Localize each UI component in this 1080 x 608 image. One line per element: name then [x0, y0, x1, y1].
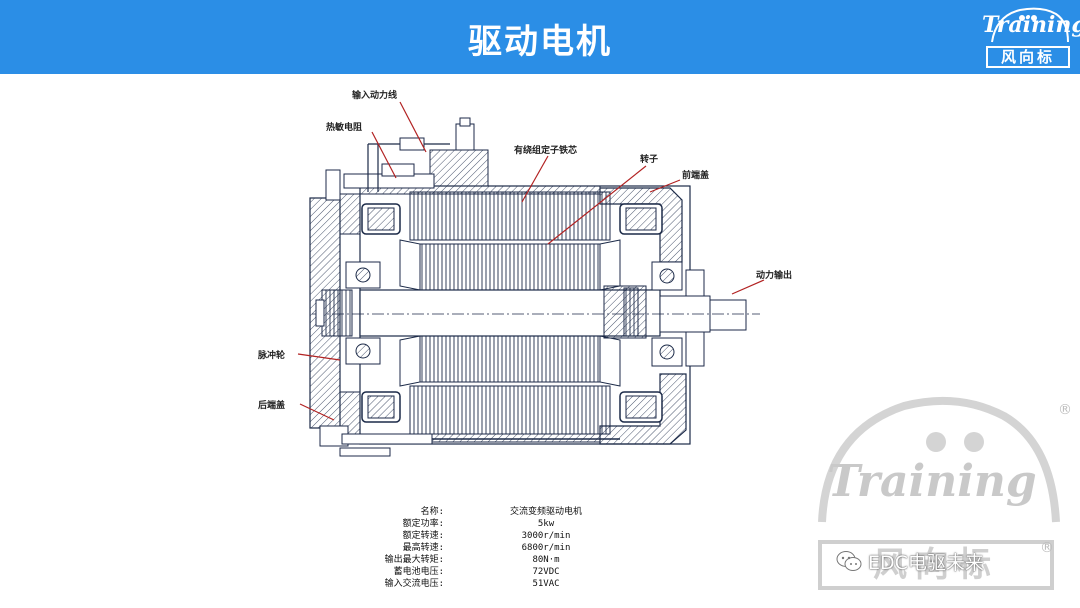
stator-windings: [361, 203, 663, 423]
spec-key: 名称:: [420, 507, 444, 517]
spec-row: 额定转速: 3000r/min: [350, 530, 650, 542]
watermark-registered-mark-2: ®: [1040, 540, 1054, 556]
leader-stator-core: [521, 155, 549, 203]
spec-key: 蓄电池电压:: [393, 567, 444, 577]
car-outline-icon: [991, 7, 1069, 43]
brand-logo: Training 风向标: [982, 2, 1080, 72]
label-front-cover: 前端盖: [682, 171, 710, 181]
spec-value: 51VAC: [532, 579, 560, 589]
leader-lines: [297, 101, 765, 421]
spec-value: 6800r/min: [521, 543, 571, 553]
logo-brand-text: 风向标: [986, 46, 1070, 68]
label-power-output: 动力输出: [756, 271, 793, 281]
label-rotor: 转子: [640, 155, 659, 165]
watermark-brand-text: 风向标: [818, 540, 1054, 590]
spec-row: 输出最大转矩: 80N·m: [350, 554, 650, 566]
label-stator-core: 有绕组定子铁芯: [514, 146, 578, 156]
spec-value: 5kw: [537, 519, 555, 529]
spec-value: 3000r/min: [521, 531, 571, 541]
wechat-account-name: EDC电驱未来: [868, 551, 984, 574]
spec-value: 交流变频驱动电机: [509, 507, 582, 517]
stator-core: [409, 191, 611, 435]
spec-row: 额定功率: 5kw: [350, 518, 650, 530]
spec-row: 输入交流电压: 51VAC: [350, 578, 650, 590]
bottom-bolt: [339, 433, 620, 457]
spec-row: 最高转速: 6800r/min: [350, 542, 650, 554]
header-bar: 驱动电机 Training 风向标: [0, 0, 1080, 74]
bearings: [345, 261, 683, 367]
spec-key: 输入交流电压:: [384, 579, 444, 589]
terminal-box: [343, 117, 489, 192]
spec-row: 蓄电池电压: 72VDC: [350, 566, 650, 578]
spec-row: 名称: 交流变频驱动电机: [350, 506, 650, 518]
spec-value: 80N·m: [532, 555, 560, 565]
rotor: [399, 239, 621, 387]
pulse-wheel: [315, 289, 353, 337]
label-rear-cover: 后端盖: [258, 401, 286, 411]
leader-rear-cover: [299, 403, 335, 421]
spec-table: 名称: 交流变频驱动电机 额定功率: 5kw 额定转速: 3000r/min 最高转速…: [350, 506, 650, 590]
page-title: 驱动电机: [468, 22, 612, 62]
logo-script-text: Training: [982, 12, 1080, 38]
spec-key: 额定转速:: [402, 531, 444, 541]
watermark-registered-mark: ®: [1058, 402, 1072, 418]
leader-pulse-wheel: [297, 353, 341, 361]
leader-power-output: [731, 279, 765, 295]
spec-key: 输出最大转矩:: [384, 555, 444, 565]
leader-rotor: [547, 165, 647, 245]
label-pulse-wheel: 脉冲轮: [258, 351, 286, 361]
watermark-script-text: Training: [827, 456, 1037, 507]
shaft: [312, 285, 760, 339]
label-thermistor: 热敏电阻: [326, 123, 363, 133]
leader-front-cover: [649, 179, 681, 193]
spec-value: 72VDC: [532, 567, 560, 577]
leader-thermistor: [371, 131, 397, 179]
label-input-power-line: 输入动力线: [352, 91, 398, 101]
leader-input-power-line: [399, 101, 427, 153]
rear-cover: [309, 169, 361, 447]
wechat-icon: [836, 551, 862, 571]
spec-key: 最高转速:: [402, 543, 444, 553]
wechat-account: EDC电驱未来: [836, 548, 984, 574]
motor-drawing: [297, 101, 765, 457]
motor-cross-section-diagram: 输入动力线 热敏电阻 有绕组定子铁芯 转子 前端盖 动力输出 脉冲轮 后端盖: [0, 74, 1080, 504]
spec-key: 额定功率:: [402, 519, 444, 529]
